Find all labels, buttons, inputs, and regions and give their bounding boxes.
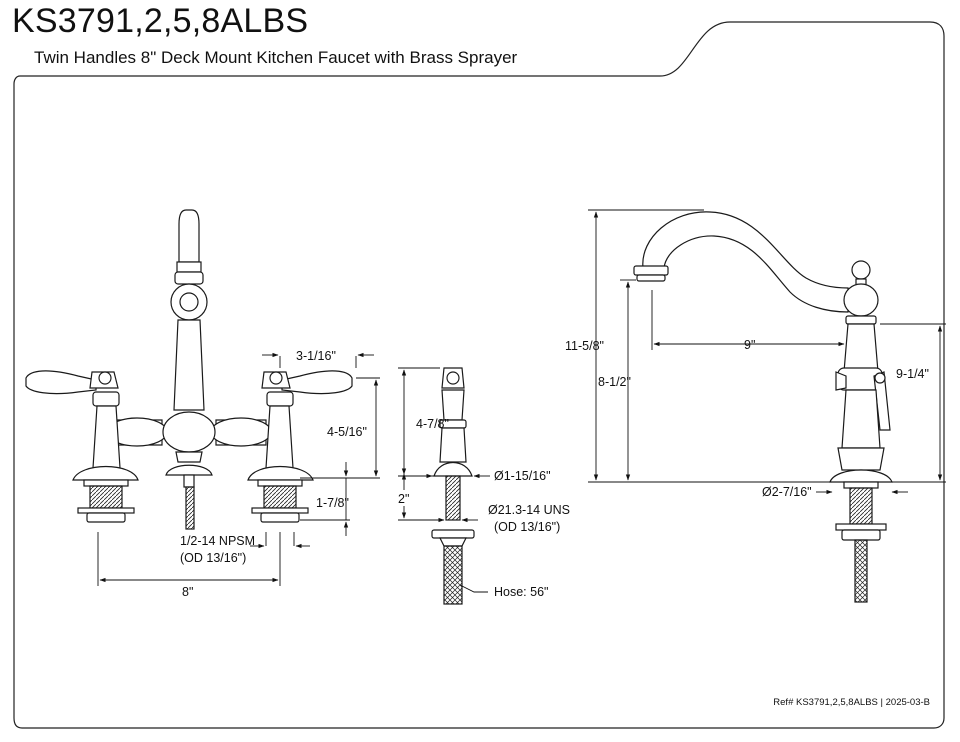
sprayer-hose-label: Hose: 56": [494, 585, 548, 599]
front-height-label: 4-5/16": [327, 425, 367, 439]
reference-footer: Ref# KS3791,2,5,8ALBS | 2025-03-B: [773, 697, 930, 708]
ref-separator: |: [880, 697, 883, 708]
faucet-front-view: [25, 209, 353, 530]
model-title: KS3791,2,5,8ALBS: [12, 2, 309, 40]
sheet-frame: [13, 21, 945, 729]
faucet-side-dimensions: [588, 209, 946, 495]
sprayer-drawing: [431, 367, 475, 605]
faucet-front-labels: 3-1/16" 4-5/16" 1-7/8" 1/2-14 NPSM (OD 1…: [180, 349, 367, 599]
sprayer-thread-od-label: (OD 13/16"): [494, 520, 560, 534]
front-thread-label: 1/2-14 NPSM: [180, 534, 255, 548]
side-base-label: Ø2-7/16": [762, 485, 812, 499]
sprayer-labels: 4-7/8" Ø1-15/16" 2" Ø21.3-14 UNS (OD 13/…: [398, 417, 570, 599]
side-overall-height-label: 11-5/8": [565, 339, 604, 353]
side-spout-height-label: 8-1/2": [598, 375, 631, 389]
faucet-front-dimensions: [97, 352, 380, 586]
sprayer-shank-label: 2": [398, 492, 409, 506]
faucet-side-view: [633, 211, 893, 603]
sprayer-thread-label: Ø21.3-14 UNS: [488, 503, 570, 517]
sprayer-height-label: 4-7/8": [416, 417, 449, 431]
product-subtitle: Twin Handles 8" Deck Mount Kitchen Fauce…: [34, 48, 518, 67]
front-handle-height-label: 3-1/16": [296, 349, 336, 363]
front-spread-label: 8": [182, 585, 193, 599]
front-thread-od-label: (OD 13/16"): [180, 551, 246, 565]
sprayer-base-label: Ø1-15/16": [494, 469, 551, 483]
faucet-side-labels: 11-5/8" 8-1/2" 9" 9-1/4" Ø2-7/16": [565, 338, 929, 499]
front-shank-label: 1-7/8": [316, 496, 349, 510]
side-reach-label: 9": [744, 338, 755, 352]
ref-label: Ref#: [773, 697, 794, 708]
ref-revision: 2025-03-B: [885, 697, 930, 708]
ref-model: KS3791,2,5,8ALBS: [796, 697, 878, 708]
side-handle-height-label: 9-1/4": [896, 367, 929, 381]
sprayer-dimensions: [398, 367, 490, 593]
